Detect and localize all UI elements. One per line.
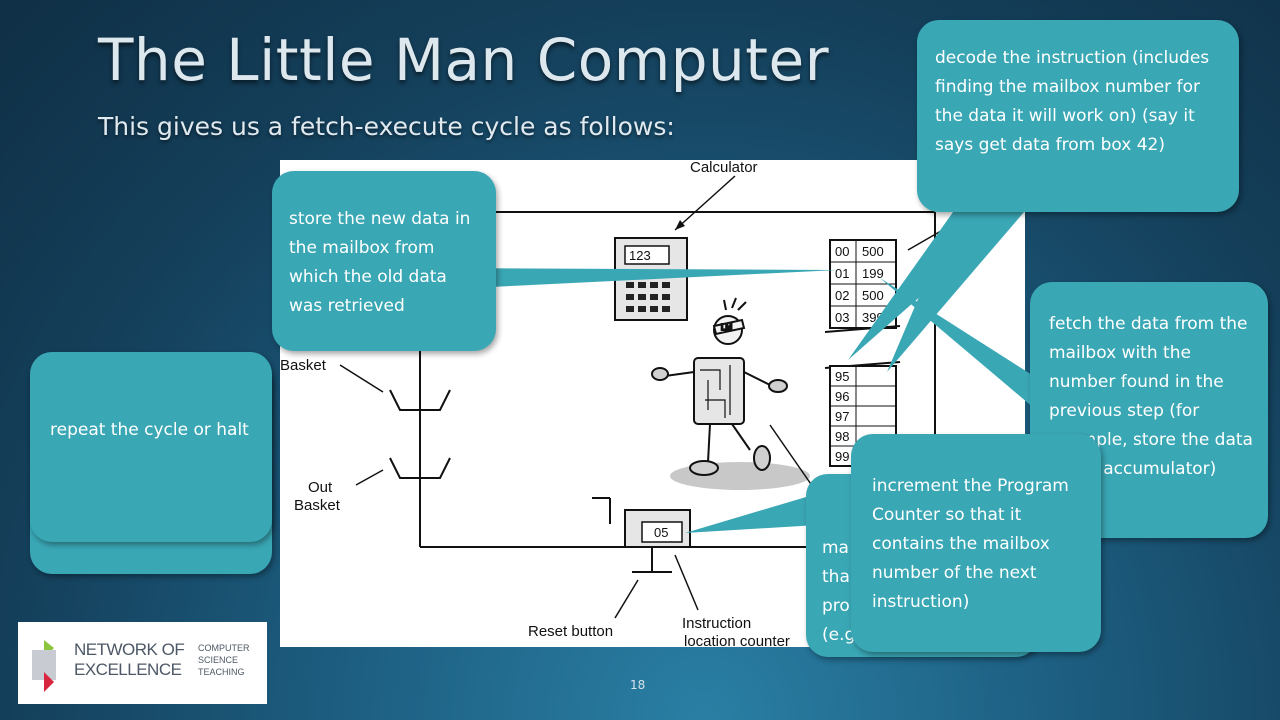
logo-main-text: NETWORK OF EXCELLENCE [74,640,185,679]
repeat-callout: repeat the cycle or halt [30,352,272,542]
calculator-label: Calculator [690,160,758,176]
mailbox-number: 96 [835,389,849,404]
mailbox-value: 399 [862,310,884,325]
store-callout-text: store the new data in the mailbox from w… [289,209,471,316]
mailbox-number: 00 [835,244,849,259]
mailbox-number: 03 [835,310,849,325]
out-basket-label-line1: Out [308,479,333,496]
mailbox-value: 199 [862,266,884,281]
increment-callout-text: increment the Program Counter so that it… [872,476,1069,612]
mailboxes-top: 00 500 01 199 02 500 03 399 [824,239,901,333]
mailbox-value: 500 [862,288,884,303]
decode-callout: decode the instruction (includes finding… [917,20,1239,212]
logo-mark-icon [32,640,56,692]
in-basket-label: Basket [280,357,327,374]
mailbox-number: 98 [835,429,849,444]
little-man-figure: LM [651,297,810,490]
logo-sub-text: COMPUTER SCIENCE TEACHING [198,643,250,677]
out-basket [389,410,451,479]
slide-title: The Little Man Computer [98,26,830,94]
instruction-counter-label-line1: Instruction [682,615,751,632]
instruction-counter: 05 [592,497,691,573]
mailbox-number: 02 [835,288,849,303]
out-basket-label-line2: Basket [294,497,341,514]
reset-button-label: Reset button [528,623,613,640]
mailbox-number: 01 [835,266,849,281]
store-callout: store the new data in the mailbox from w… [272,171,496,351]
little-man-badge: LM [721,323,732,332]
mailbox-value: 500 [862,244,884,259]
mailbox-number: 95 [835,369,849,384]
repeat-callout-text: repeat the cycle or halt [50,420,249,440]
instruction-counter-label-line2: location counter [684,633,790,647]
slide-subtitle: This gives us a fetch-execute cycle as f… [98,112,675,141]
counter-display: 05 [654,525,668,540]
calculator-device: 123 [614,237,688,321]
mailbox-number: 99 [835,449,849,464]
network-of-excellence-logo: NETWORK OF EXCELLENCE COMPUTER SCIENCE T… [18,622,267,704]
calculator-display: 123 [629,248,651,263]
decode-callout-text: decode the instruction (includes finding… [935,48,1210,155]
page-number: 18 [630,678,646,692]
mailbox-number: 97 [835,409,849,424]
increment-callout: increment the Program Counter so that it… [851,434,1101,652]
partial-callout-text: ma tha pro (e.g [822,538,856,645]
